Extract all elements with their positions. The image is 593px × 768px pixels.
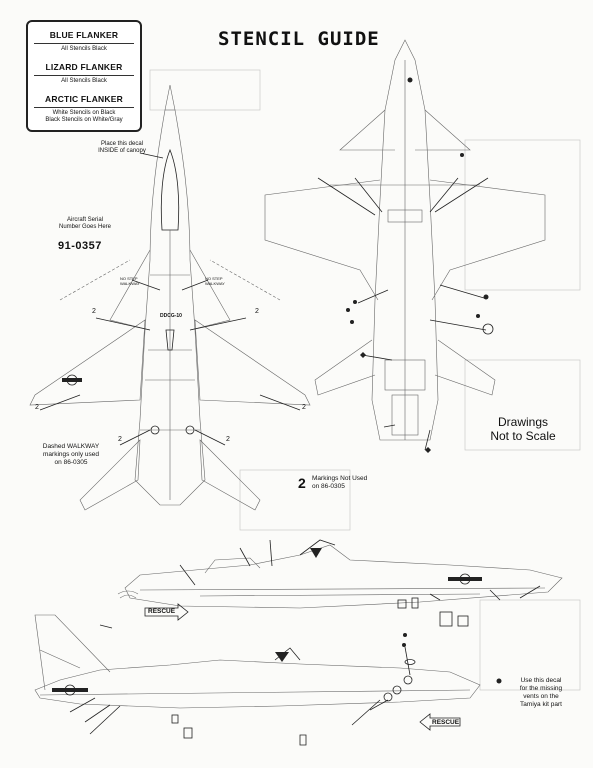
walkway-tag-right-1: NO STEP xyxy=(205,276,223,281)
tamiya-note: Use this decal for the missing vents on … xyxy=(505,677,577,709)
legend-blue-flanker: BLUE FLANKER xyxy=(49,30,119,40)
tamiya-note-line-2: for the missing xyxy=(519,685,563,692)
side-view-upper xyxy=(117,539,563,627)
ghost-background xyxy=(149,69,581,691)
rescue-label-lower: RESCUE xyxy=(432,719,460,726)
legend-blue-desc: All Stencils Black xyxy=(61,46,107,52)
callout-2-tail-right: 2 xyxy=(226,436,230,443)
callout-2-wingtip-right: 2 xyxy=(302,404,306,411)
tamiya-bullet xyxy=(496,678,502,684)
legend-box: BLUE FLANKER All Stencils Black LIZARD F… xyxy=(26,20,142,132)
canopy-note: Place this decal INSIDE of canopy xyxy=(82,141,162,155)
rescue-arrow-lower xyxy=(419,713,461,731)
bottom-view-aircraft xyxy=(264,39,546,453)
nose-code: DDCG-10 xyxy=(160,313,182,319)
markings-number: 2 xyxy=(298,475,306,491)
rescue-label-upper: RESCUE xyxy=(148,608,176,615)
walkway-tag-left-2: WALKWAY xyxy=(120,281,140,286)
legend-divider xyxy=(34,43,134,44)
legend-arctic-desc-2: Black Stencils on White/Gray xyxy=(45,117,123,123)
walkway-note-line-1: Dashed WALKWAY xyxy=(42,443,100,450)
markings-not-used-note: Markings Not Used on 86-0305 xyxy=(312,475,367,491)
scale-note-line-1: Drawings xyxy=(497,415,548,429)
tamiya-note-line-1: Use this decal xyxy=(520,677,562,684)
markings-note-line-2: on 86-0305 xyxy=(312,483,345,490)
markings-note-line-1: Markings Not Used xyxy=(312,475,368,482)
canopy-note-line-1: Place this decal xyxy=(100,141,144,147)
walkway-tag-right-2: WALKWAY xyxy=(205,281,225,286)
callout-2-left: 2 xyxy=(92,308,96,315)
legend-divider xyxy=(34,75,134,76)
side-view-lower xyxy=(34,614,481,746)
callout-2-right: 2 xyxy=(255,308,259,315)
top-view-aircraft xyxy=(29,84,311,511)
tamiya-note-line-4: Tamiya kit part xyxy=(520,701,562,708)
callout-2-wingtip-left: 2 xyxy=(35,404,39,411)
callout-2-tail-left: 2 xyxy=(118,436,122,443)
walkway-note-line-2: markings only used xyxy=(43,451,99,458)
legend-arctic-desc-1: White Stencils on Black xyxy=(52,110,116,116)
serial-number: 91-0357 xyxy=(58,240,102,252)
serial-label-line-1: Aircraft Serial xyxy=(66,217,103,223)
legend-lizard-flanker: LIZARD FLANKER xyxy=(45,62,123,72)
legend-divider xyxy=(34,107,134,108)
serial-label: Aircraft Serial Number Goes Here xyxy=(40,217,130,231)
page-title: STENCIL GUIDE xyxy=(218,28,380,50)
legend-arctic-flanker: ARCTIC FLANKER xyxy=(45,94,123,104)
walkway-note: Dashed WALKWAY markings only used on 86-… xyxy=(30,443,112,467)
tamiya-note-line-3: vents on the xyxy=(523,693,559,700)
scale-note-line-2: Not to Scale xyxy=(490,429,556,443)
legend-lizard-desc: All Stencils Black xyxy=(61,78,107,84)
scale-note: Drawings Not to Scale xyxy=(478,415,568,443)
canopy-note-line-2: INSIDE of canopy xyxy=(98,148,146,154)
serial-label-line-2: Number Goes Here xyxy=(58,224,112,230)
walkway-tag-left-1: NO STEP xyxy=(120,276,138,281)
rescue-arrow-upper xyxy=(144,603,189,621)
walkway-note-line-3: on 86-0305 xyxy=(54,459,88,466)
